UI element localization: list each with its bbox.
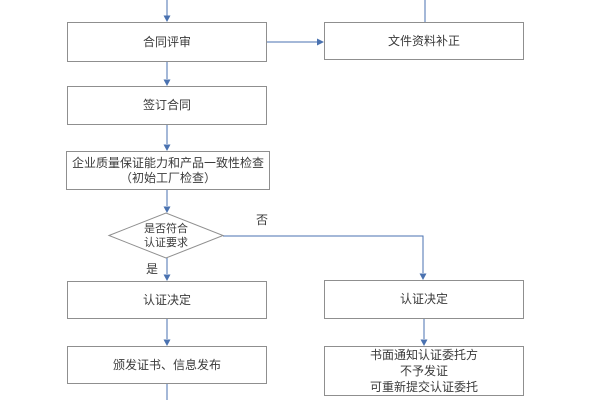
node-reject-notice-line1: 书面通知认证委托方	[369, 348, 478, 362]
node-document-correction-label: 文件资料补正	[387, 33, 460, 48]
diamond-polygon	[107, 212, 225, 259]
node-decision-line1: 是否符合	[144, 222, 188, 235]
node-cert-decision-right: 认证决定	[324, 280, 524, 319]
connector-arrowheads	[163, 15, 428, 346]
node-sign-contract-label: 签订合同	[142, 98, 191, 112]
arrowhead-into-cert-decision-right	[419, 273, 427, 280]
node-sign-contract: 签订合同	[67, 86, 267, 125]
node-cert-decision-left-label: 认证决定	[142, 292, 191, 307]
arrowhead-into-factory-inspection	[163, 144, 171, 151]
node-contract-review: 合同评审	[67, 22, 267, 62]
node-factory-inspection: 企业质量保证能力和产品一致性检查 （初始工厂检查）	[66, 151, 270, 190]
arrowhead-into-issue-certificate	[163, 339, 171, 346]
node-contract-review-label: 合同评审	[142, 34, 191, 49]
arrowhead-into-contract-review	[163, 15, 171, 22]
node-factory-inspection-line1: 企业质量保证能力和产品一致性检查	[71, 155, 264, 170]
edge-label-no: 否	[256, 213, 269, 227]
arrowhead-into-sign-contract	[163, 79, 171, 86]
node-factory-inspection-line2: （初始工厂检查）	[119, 170, 216, 185]
arrowhead-into-cert-decision-left	[163, 274, 171, 281]
node-decision-line2: 认证要求	[144, 236, 188, 249]
node-reject-notice-line3: 可重新提交认证委托	[369, 380, 478, 394]
node-decision: 是否符合 认证要求	[109, 213, 223, 258]
connector-decision-no	[223, 235, 424, 273]
node-cert-decision-right-label: 认证决定	[399, 292, 448, 306]
arrowhead-into-reject-notice	[420, 339, 428, 346]
edge-label-yes: 是	[146, 262, 159, 276]
node-reject-notice-line2: 不予发证	[399, 364, 448, 378]
arrowhead-into-doc-correction	[317, 38, 324, 46]
node-document-correction: 文件资料补正	[324, 22, 524, 60]
decision-diamond-shape	[107, 212, 225, 259]
node-reject-notice: 书面通知认证委托方 不予发证 可重新提交认证委托	[324, 346, 524, 396]
node-issue-certificate: 颁发证书、信息发布	[67, 346, 267, 384]
node-issue-certificate-label: 颁发证书、信息发布	[112, 357, 221, 372]
connector-lines	[166, 0, 426, 400]
arrowhead-into-decision	[163, 206, 171, 213]
node-cert-decision-left: 认证决定	[67, 281, 267, 319]
